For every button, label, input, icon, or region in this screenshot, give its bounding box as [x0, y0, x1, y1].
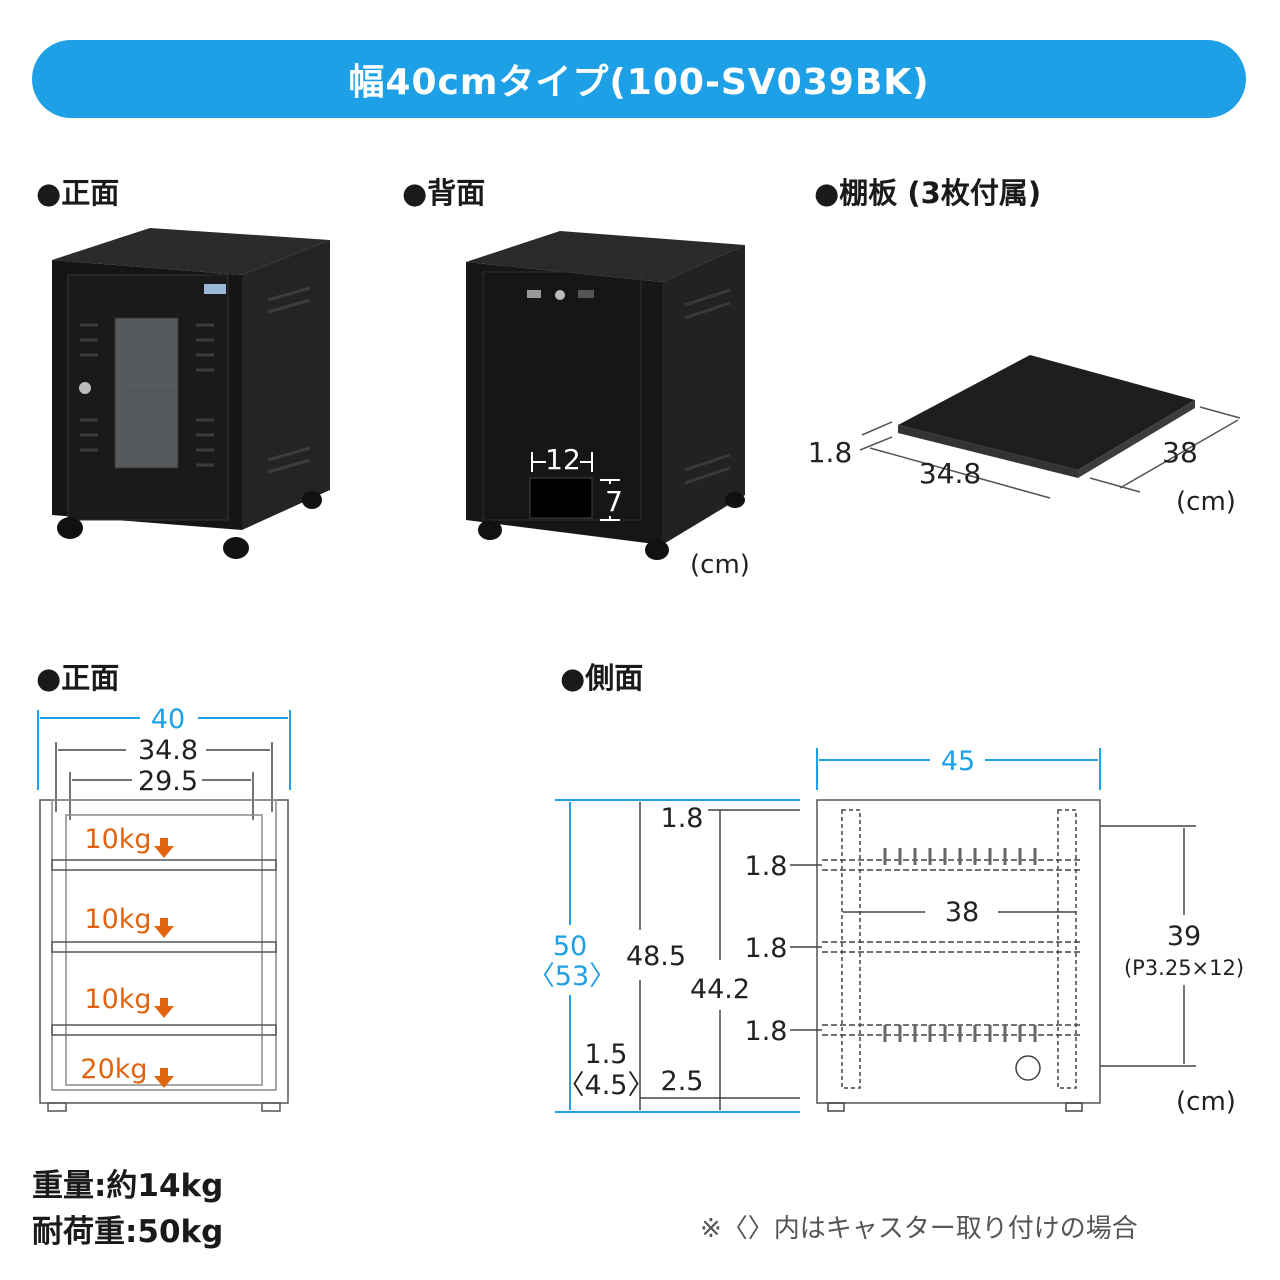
down-arrow-icon: [154, 1068, 174, 1088]
side-dim-shelf-3: 1.8: [745, 1016, 788, 1047]
side-dim-base: 1.5: [585, 1039, 628, 1070]
back-dim-height: 7: [605, 485, 623, 518]
front-dim-inner: 34.8: [138, 735, 198, 766]
side-dim-rail: 39: [1167, 921, 1201, 952]
down-arrow-icon: [154, 918, 174, 938]
side-drawing: 45 50 〈53〉: [528, 746, 1244, 1117]
side-dim-base-caster: 〈4.5〉: [558, 1070, 655, 1101]
side-dim-rail-pitch: (P3.25×12): [1124, 956, 1244, 980]
load-label-4: 20kg: [80, 1054, 147, 1085]
side-dim-height: 50: [553, 931, 587, 962]
section-front-photo: ●正面: [36, 176, 120, 210]
back-unit: (cm): [690, 550, 750, 580]
side-unit: (cm): [1176, 1087, 1236, 1117]
shelf-photo: 1.8 34.8 38 (cm): [808, 355, 1241, 517]
front-dim-outer: 40: [151, 704, 185, 735]
cabinet-back-photo: 12 7 (cm): [466, 231, 750, 580]
side-dim-h1: 48.5: [626, 941, 686, 972]
load-label-2: 10kg: [84, 904, 151, 935]
down-arrow-icon: [154, 998, 174, 1018]
side-dim-shelf-1: 1.8: [745, 851, 788, 882]
front-dim-opening: 29.5: [138, 766, 198, 797]
side-dim-top: 1.8: [661, 803, 704, 834]
shelf-dim-depth: 38: [1162, 436, 1198, 469]
down-arrow-icon: [154, 838, 174, 858]
section-shelf-photo: ●棚板 (3枚付属): [814, 176, 1042, 210]
back-dim-width: 12: [545, 443, 581, 476]
cabinet-front-photo: [52, 228, 330, 559]
spec-weight: 重量:約14kg: [32, 1168, 224, 1204]
load-label-3: 10kg: [84, 984, 151, 1015]
load-label-1: 10kg: [84, 824, 151, 855]
section-back-photo: ●背面: [402, 176, 486, 210]
side-dim-bottom: 2.5: [661, 1066, 704, 1097]
side-dim-h2: 44.2: [690, 974, 750, 1005]
side-dim-shelf-2: 1.8: [745, 933, 788, 964]
spec-load: 耐荷重:50kg: [32, 1214, 224, 1250]
side-dim-height-caster: 〈53〉: [528, 961, 616, 992]
section-front-drawing: ●正面: [36, 661, 120, 695]
side-dim-depth: 45: [941, 746, 975, 777]
side-dim-inner-depth: 38: [945, 897, 979, 928]
section-side-drawing: ●側面: [560, 661, 644, 695]
title-banner: 幅40cmタイプ(100-SV039BK): [32, 40, 1246, 118]
shelf-dim-width: 34.8: [919, 457, 981, 490]
shelf-dim-thickness: 1.8: [808, 436, 853, 469]
shelf-unit: (cm): [1176, 487, 1236, 517]
caster-note: ※〈〉内はキャスター取り付けの場合: [700, 1214, 1138, 1244]
front-drawing: 40 34.8 29.5 10kg 10kg 10kg 20kg: [37, 704, 291, 1112]
